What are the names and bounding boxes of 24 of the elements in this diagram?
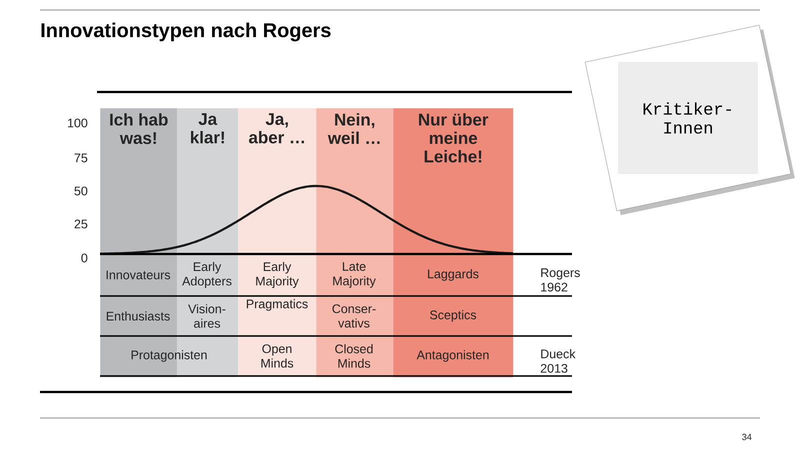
table-cell: Conser- vativs [332,304,376,328]
table-cell: Laggards [428,269,478,281]
table-cell: Vision- aires [188,304,226,328]
source-note: Rogers 1962 [541,268,580,292]
axis-tick-label: 75 [74,154,88,162]
table-cell: Innovateurs [106,270,170,280]
axis-tick-label: 100 [68,118,88,128]
axis-tick-label: 0 [81,254,88,262]
table-cell: Early Adopters [182,262,232,288]
table-cell: Open Minds [261,344,294,368]
table-cell: Antagonisten [416,350,489,362]
table-cell: Protagonisten [132,350,207,362]
table-cell: Closed Minds [335,344,373,368]
polaroid-card: Kritiker- Innen [584,24,795,216]
table-cell: Pragmatics [246,299,308,311]
axis-tick-label: 25 [74,220,88,228]
table-cell: Early Majority [256,262,299,288]
source-note: Dueck 2013 [540,349,576,373]
slide-title: Innovationstypen nach Rogers [42,22,331,42]
table-cell: Enthusiasts [106,311,170,321]
page-number: 34 [742,434,752,440]
axis-tick-label: 50 [74,186,88,196]
table-cell: Sceptics [430,310,476,322]
table-cell: Late Majority [333,262,376,288]
